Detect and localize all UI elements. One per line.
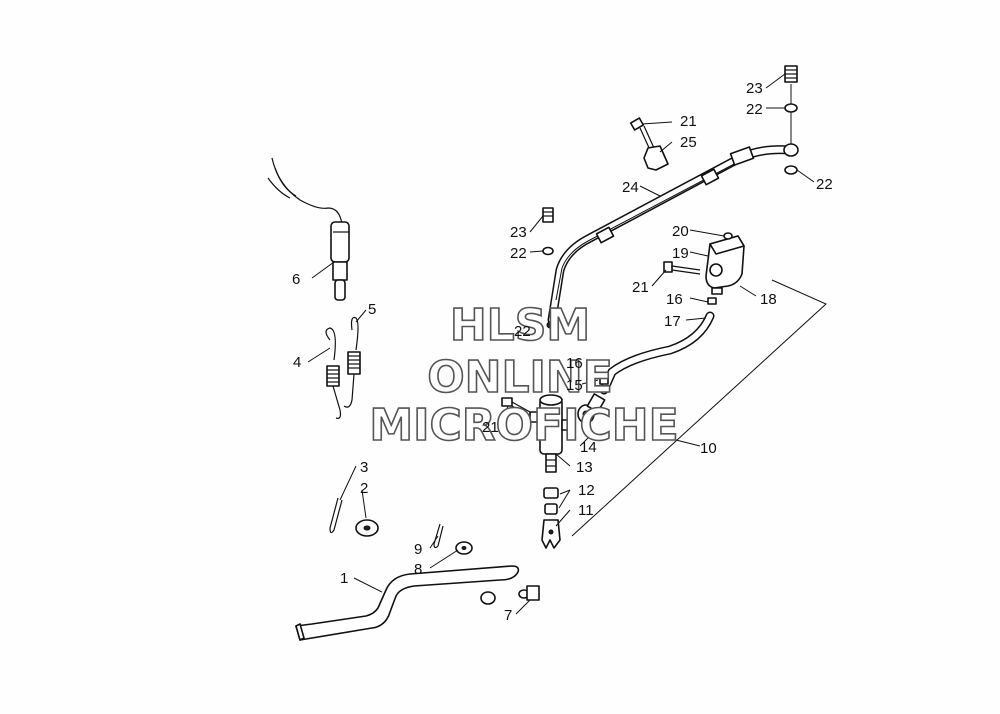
callout-7: 7	[504, 607, 512, 624]
part-21-bolt-top	[629, 117, 655, 151]
callout-15: 15	[566, 377, 583, 394]
callout-12: 12	[578, 482, 595, 499]
watermark-line-3: MICROFICHE	[369, 400, 678, 451]
part-22-washer-top-right	[784, 103, 798, 113]
callout-25: 25	[680, 134, 697, 151]
part-22-washer-middle	[542, 246, 554, 256]
part-9-pin	[433, 523, 444, 549]
callout-21-reservoir: 21	[632, 279, 649, 296]
callout-24: 24	[622, 179, 639, 196]
callout-11: 11	[578, 502, 594, 519]
callout-22-right: 22	[816, 176, 833, 193]
watermark-line-2: ONLINE	[427, 352, 613, 403]
part-21-bolt-cylinder	[501, 397, 531, 417]
callout-20: 20	[672, 223, 689, 240]
part-17-reservoir-hose	[599, 311, 715, 395]
callout-22-lower: 22	[514, 323, 531, 340]
callout-14: 14	[580, 439, 597, 456]
part-3-cotter-pin	[329, 497, 343, 534]
part-12-nut-upper	[543, 487, 559, 499]
banjo-fitting-top	[783, 143, 799, 157]
part-4-spring	[325, 327, 342, 419]
part-16-clamp-lower	[599, 377, 609, 385]
callout-21-top: 21	[680, 113, 697, 130]
part-21-bolt-reservoir	[663, 261, 701, 275]
callout-10: 10	[700, 440, 717, 457]
part-23-banjo-bolt-top-right	[784, 65, 798, 83]
callout-18: 18	[760, 291, 777, 308]
part-25-hose-clamp	[643, 145, 669, 171]
watermark-line-1: HLSM	[450, 300, 590, 351]
callout-labels: 1 2 3 4 5 6 7 8 9 10 11 12 13 14 15 16 1…	[292, 80, 833, 624]
part-22-washer-right	[784, 165, 798, 175]
watermark: HLSM ONLINE MICROFICHE	[369, 299, 680, 452]
part-6-brake-switch	[267, 157, 350, 301]
callout-6: 6	[292, 271, 300, 288]
part-11-clevis	[541, 519, 561, 549]
callout-16-lower: 16	[566, 355, 583, 372]
callout-19: 19	[672, 245, 689, 262]
part-20-cap-screw	[723, 232, 733, 240]
part-23-banjo-bolt-middle	[542, 207, 554, 223]
part-5-spring	[343, 316, 361, 408]
callout-22-middle: 22	[510, 245, 527, 262]
callout-21-cylinder: 21	[482, 419, 499, 436]
callout-23-middle: 23	[510, 224, 527, 241]
part-13-master-cylinder	[529, 394, 571, 473]
part-22-washer-lower	[546, 321, 558, 329]
leader-lines	[307, 73, 815, 615]
part-2-washer	[355, 519, 379, 537]
part-24-brake-hose	[547, 145, 795, 325]
part-8-washer	[455, 541, 473, 555]
callout-9: 9	[414, 541, 422, 558]
part-14-fitting	[577, 393, 606, 424]
callout-2: 2	[360, 480, 368, 497]
callout-4: 4	[293, 354, 301, 371]
callout-17: 17	[664, 313, 681, 330]
part-12-nut-lower	[544, 503, 558, 515]
callout-16-upper: 16	[666, 291, 683, 308]
part-1-brake-pedal	[295, 565, 540, 641]
callout-8: 8	[414, 561, 422, 578]
callout-5: 5	[368, 301, 376, 318]
callout-23-top-right: 23	[746, 80, 763, 97]
part-10-assembly-bracket	[571, 279, 827, 537]
callout-3: 3	[360, 459, 368, 476]
part-18-reservoir	[705, 235, 745, 295]
callout-22-top-right: 22	[746, 101, 763, 118]
callout-1: 1	[340, 570, 348, 587]
part-16-clamp-upper	[707, 297, 717, 305]
callout-13: 13	[576, 459, 593, 476]
